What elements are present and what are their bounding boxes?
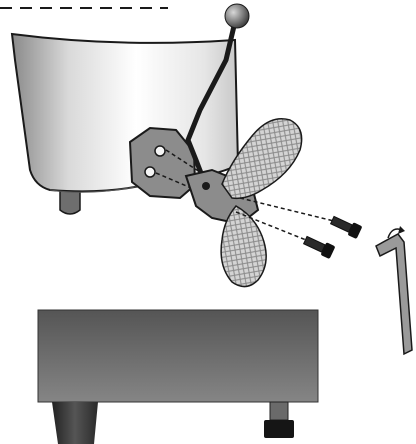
hex-key-icon (376, 234, 412, 354)
allen-key (376, 226, 412, 354)
seat-post (60, 190, 80, 214)
lever-knob-icon (225, 4, 249, 28)
seat-body (12, 34, 238, 191)
screw-icon (302, 234, 335, 259)
leveling-foot-icon (264, 402, 294, 438)
cabinet-body (38, 310, 318, 402)
bracket-hole-bottom (145, 167, 155, 177)
base-cabinet (38, 310, 318, 444)
screws (302, 214, 362, 259)
bracket-hole-top (155, 146, 165, 156)
screw-icon (329, 214, 362, 239)
cabinet-left-leg-icon (52, 402, 98, 444)
pedal-lower-lobe (221, 206, 266, 287)
hub-pivot-icon (202, 182, 210, 190)
